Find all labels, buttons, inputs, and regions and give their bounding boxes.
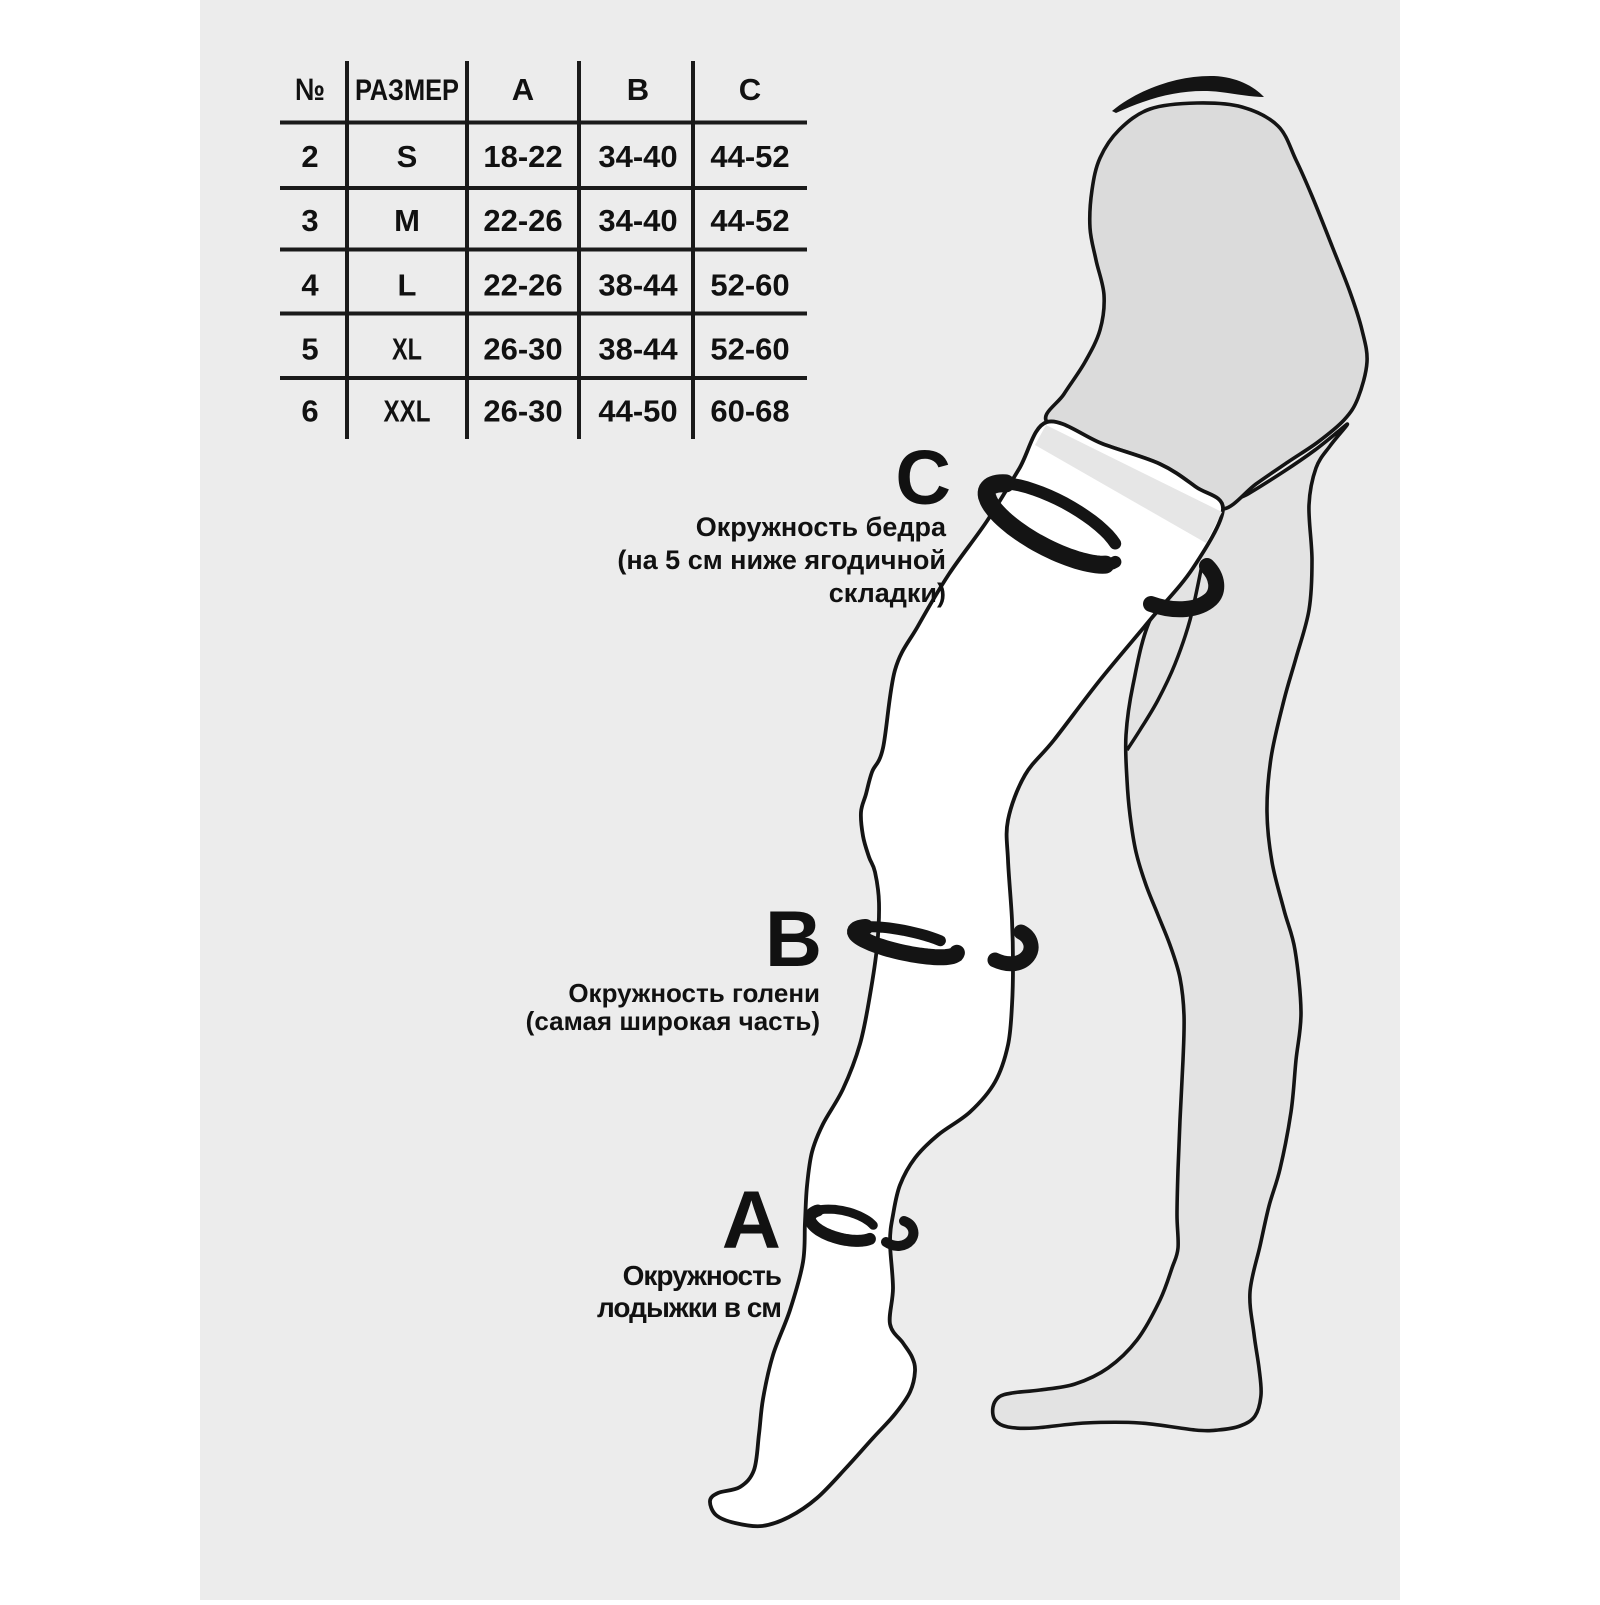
svg-text:S: S xyxy=(397,139,418,174)
svg-text:22-26: 22-26 xyxy=(483,203,562,238)
svg-text:18-22: 18-22 xyxy=(483,139,562,174)
svg-text:лодыжки в см: лодыжки в см xyxy=(597,1292,781,1323)
svg-text:44-52: 44-52 xyxy=(710,203,789,238)
svg-text:60-68: 60-68 xyxy=(710,394,789,429)
svg-text:2: 2 xyxy=(301,139,318,174)
svg-text:38-44: 38-44 xyxy=(598,332,678,367)
svg-text:C: C xyxy=(739,72,761,107)
svg-text:Окружность голени: Окружность голени xyxy=(568,978,820,1008)
svg-text:5: 5 xyxy=(301,332,318,367)
svg-text:XXL: XXL xyxy=(384,394,431,429)
svg-text:C: C xyxy=(895,435,951,521)
svg-text:складки): складки) xyxy=(829,578,946,608)
svg-text:№: № xyxy=(295,72,325,107)
svg-text:26-30: 26-30 xyxy=(483,332,562,367)
svg-text:44-52: 44-52 xyxy=(710,139,789,174)
svg-text:РАЗМЕР: РАЗМЕР xyxy=(355,74,459,107)
svg-text:(на 5 см ниже ягодичной: (на 5 см ниже ягодичной xyxy=(617,545,946,575)
svg-text:44-50: 44-50 xyxy=(598,394,677,429)
svg-text:(самая широкая часть): (самая широкая часть) xyxy=(526,1006,820,1036)
svg-text:B: B xyxy=(765,894,822,983)
svg-text:3: 3 xyxy=(301,203,318,238)
svg-text:M: M xyxy=(394,203,420,238)
svg-text:52-60: 52-60 xyxy=(710,332,789,367)
svg-text:Окружность бедра: Окружность бедра xyxy=(696,512,947,542)
svg-text:A: A xyxy=(722,1175,781,1266)
svg-text:22-26: 22-26 xyxy=(483,268,562,303)
svg-text:4: 4 xyxy=(301,268,319,303)
svg-text:38-44: 38-44 xyxy=(598,268,678,303)
svg-text:XL: XL xyxy=(392,332,422,367)
svg-text:B: B xyxy=(627,72,649,107)
svg-text:34-40: 34-40 xyxy=(598,139,677,174)
svg-text:Окружность: Окружность xyxy=(623,1260,782,1291)
svg-text:26-30: 26-30 xyxy=(483,394,562,429)
svg-text:L: L xyxy=(398,268,417,303)
svg-text:52-60: 52-60 xyxy=(710,268,789,303)
svg-text:6: 6 xyxy=(301,394,318,429)
svg-text:34-40: 34-40 xyxy=(598,203,677,238)
svg-text:A: A xyxy=(512,72,534,107)
